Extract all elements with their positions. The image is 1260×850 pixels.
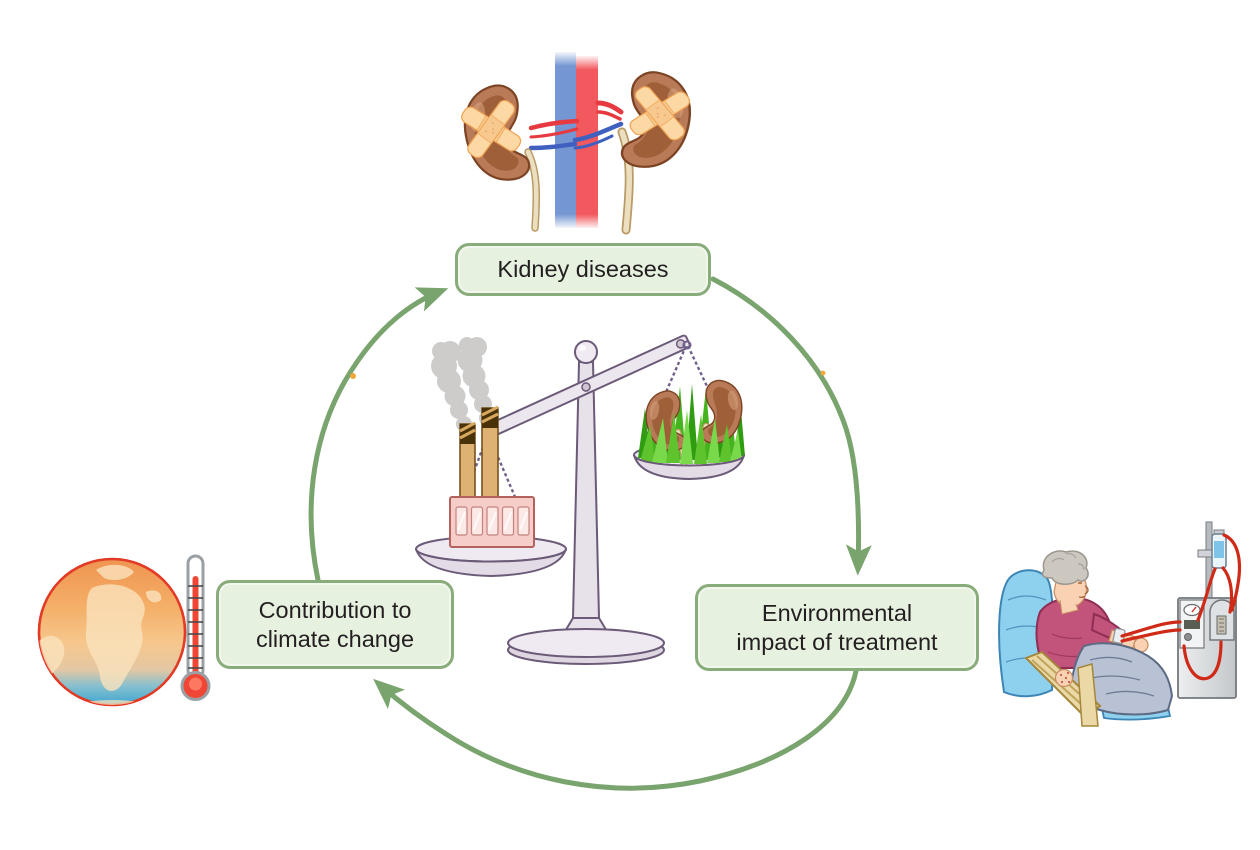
factory xyxy=(449,405,535,548)
node-environmental-impact: Environmental impact of treatment xyxy=(695,584,979,671)
scale-stand xyxy=(507,340,665,665)
warming-globe-icon xyxy=(37,554,211,707)
arc-kidney-to-environment xyxy=(710,276,872,576)
right-kidney xyxy=(619,68,697,174)
renal-vessels xyxy=(528,100,624,151)
node-climate-change-line1: Contribution to xyxy=(258,596,412,623)
node-environmental-impact-line1: Environmental xyxy=(761,599,913,626)
thermometer-icon xyxy=(180,554,211,701)
node-kidney-diseases-label: Kidney diseases xyxy=(497,256,669,282)
factory-pan xyxy=(415,405,567,578)
arc-environment-to-climate xyxy=(373,668,859,791)
dialysis-patient-icon xyxy=(998,521,1242,727)
balance-scale-icon xyxy=(415,334,746,665)
node-climate-change: Contribution to climate change xyxy=(216,580,454,669)
stray-dot-left xyxy=(350,373,356,379)
ureters xyxy=(524,127,634,235)
dialysis-machine xyxy=(1120,521,1242,699)
arc-climate-to-kidney xyxy=(308,287,449,583)
blood-tubes xyxy=(1120,533,1242,681)
injured-kidneys-icon xyxy=(457,52,697,235)
left-kidney xyxy=(457,81,533,188)
patient xyxy=(1024,550,1174,727)
stray-dot-right xyxy=(820,370,826,376)
kidneys-on-grass-pan xyxy=(633,378,746,481)
node-kidney-diseases: Kidney diseases xyxy=(455,243,711,296)
node-environmental-impact-line2: impact of treatment xyxy=(736,628,938,655)
grass-front xyxy=(640,410,742,464)
node-climate-change-line2: climate change xyxy=(255,625,415,652)
cycle-arrows xyxy=(308,276,872,791)
